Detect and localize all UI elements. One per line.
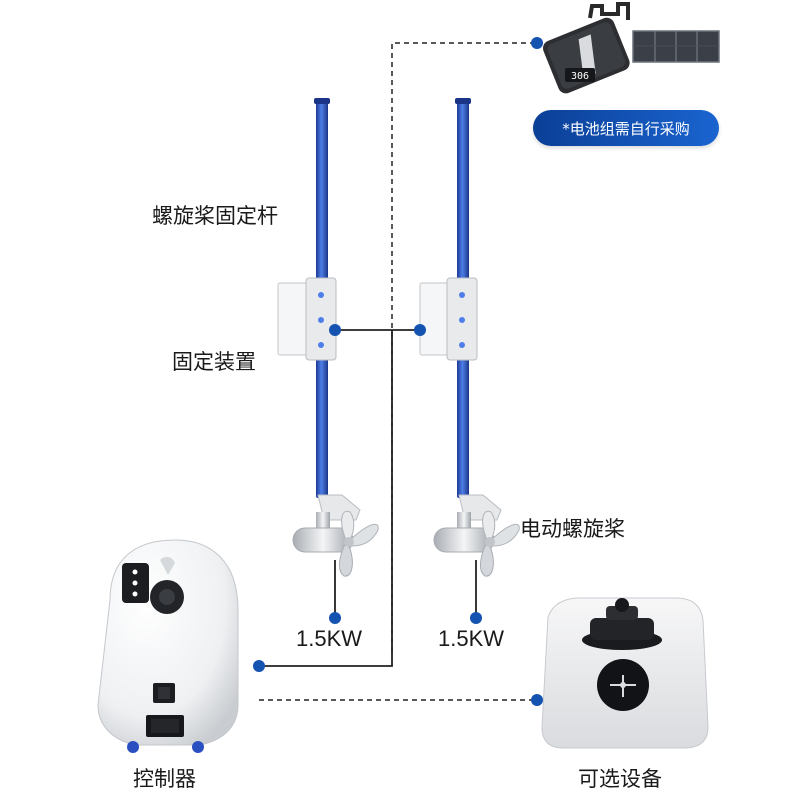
right-motor — [433, 494, 520, 577]
left-power-dot — [329, 612, 341, 624]
optional-dot — [531, 694, 543, 706]
left-propeller-assembly — [277, 98, 379, 577]
left-mount-dot — [329, 324, 341, 336]
battery-note-text: *电池组需自行采购 — [562, 119, 690, 138]
battery-note-badge: *电池组需自行采购 — [533, 110, 719, 146]
optional-remote-image — [541, 597, 709, 749]
right-mount-bracket — [419, 277, 478, 361]
optional-device-label: 可选设备 — [578, 767, 662, 791]
right-mount-dot — [414, 324, 426, 336]
left-motor — [292, 494, 379, 577]
controller-link-line — [259, 330, 393, 667]
right-power-label: 1.5KW — [438, 626, 505, 651]
battery-pack-image: 306 — [542, 2, 630, 94]
connection-dots — [253, 37, 543, 706]
controller-dot — [253, 660, 265, 672]
controller-image — [97, 539, 239, 753]
solar-panel-image — [632, 30, 720, 63]
rod-label: 螺旋桨固定杆 — [152, 204, 278, 228]
mount-label: 固定装置 — [172, 350, 256, 374]
battery-dot — [531, 37, 543, 49]
left-power-label: 1.5KW — [296, 626, 363, 651]
propeller-label: 电动螺旋桨 — [520, 517, 625, 541]
left-mount-bracket — [277, 277, 337, 361]
connection-lines — [259, 42, 537, 701]
right-power-dot — [470, 612, 482, 624]
battery-display-text: 306 — [571, 71, 589, 82]
controller-label: 控制器 — [133, 767, 196, 791]
right-propeller-assembly — [419, 98, 520, 577]
